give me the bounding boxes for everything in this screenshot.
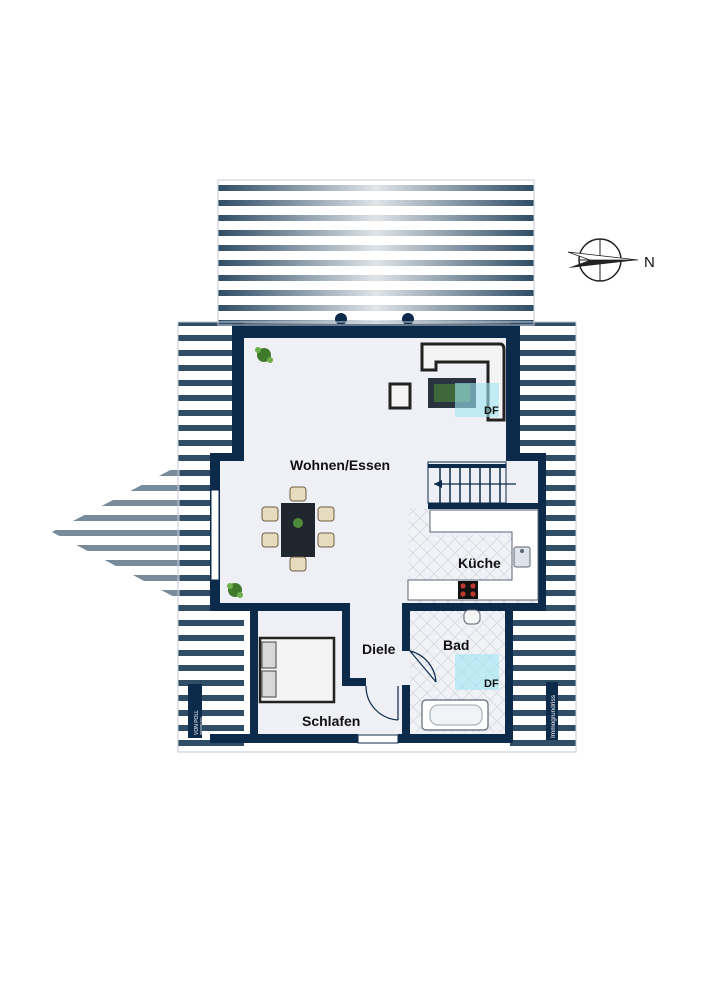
wall-bath-top	[402, 603, 546, 611]
outer-outline	[177, 179, 577, 753]
room-labels: Wohnen/Essen Küche Bad Diele Schlafen	[290, 457, 501, 729]
wall-right-upper	[506, 324, 520, 457]
window-left	[210, 489, 220, 581]
bed	[258, 636, 336, 704]
kitchen	[407, 509, 539, 601]
plan-tag: Immogrundriss	[546, 682, 558, 740]
chair	[289, 486, 307, 502]
roof-dormer-gable-fade	[52, 465, 180, 600]
wall-bottom-right	[398, 734, 513, 743]
chair	[261, 506, 279, 522]
room-label-kitchen: Küche	[458, 555, 501, 571]
skylight-living	[455, 383, 499, 417]
wall-bottom-left	[210, 734, 358, 743]
chair	[317, 506, 335, 522]
chair	[261, 532, 279, 548]
dining-table	[281, 503, 315, 557]
roof-window-label-living: DF	[484, 405, 499, 417]
bathroom-fixtures: DF	[421, 609, 499, 731]
wall-bath-left	[402, 603, 410, 651]
wall-left-upper	[232, 324, 244, 456]
wall-hall-left-upper	[342, 603, 350, 683]
room-label-bath: Bad	[443, 637, 469, 653]
chair	[317, 532, 335, 548]
kitchen-sink	[513, 546, 531, 568]
wall-kitchen-step	[428, 503, 546, 509]
window-bottom	[357, 734, 399, 744]
roof-areas	[52, 180, 576, 747]
compass-icon: N	[567, 238, 655, 282]
roof-post-left	[335, 313, 347, 325]
wall-bottom-sleep-top	[210, 603, 348, 611]
room-label-living: Wohnen/Essen	[290, 457, 390, 473]
chair	[289, 556, 307, 572]
wall-right-mid	[538, 453, 546, 608]
cooktop	[458, 581, 478, 599]
bath-toilet	[463, 609, 481, 625]
plant-icon	[255, 347, 273, 363]
room-label-hall: Diele	[362, 641, 396, 657]
compass-north-label: N	[644, 254, 655, 271]
plant-icon	[227, 583, 243, 598]
agency-logo: VON POLL IMMOBILIEN	[188, 684, 203, 738]
doors	[365, 650, 437, 721]
wall-right-lower	[505, 603, 513, 743]
roof-dormer-gable	[52, 465, 180, 600]
wall-left-step	[210, 453, 244, 461]
room-label-bedroom: Schlafen	[302, 713, 360, 729]
wall-right-step	[506, 453, 544, 461]
svg-text:IMMOBILIEN: IMMOBILIEN	[199, 717, 203, 735]
wall-bath-left-lower	[402, 685, 410, 743]
dining-set	[227, 486, 335, 598]
roof-post-right	[402, 313, 414, 325]
wall-sleep-left	[250, 603, 258, 743]
svg-text:Immogrundriss: Immogrundriss	[550, 694, 557, 738]
wall-top	[232, 324, 520, 338]
windows	[210, 489, 399, 744]
skylight-bath	[455, 654, 499, 690]
armchair	[388, 382, 412, 410]
staircase	[427, 461, 516, 504]
roof-window-label-bath: DF	[484, 678, 499, 690]
wall-hall-left-stub	[342, 678, 366, 686]
living-furniture: DF	[255, 342, 506, 422]
roof-top-highlight	[218, 180, 534, 325]
stair-arrow-head	[434, 480, 442, 488]
svg-text:VON POLL: VON POLL	[194, 710, 200, 735]
